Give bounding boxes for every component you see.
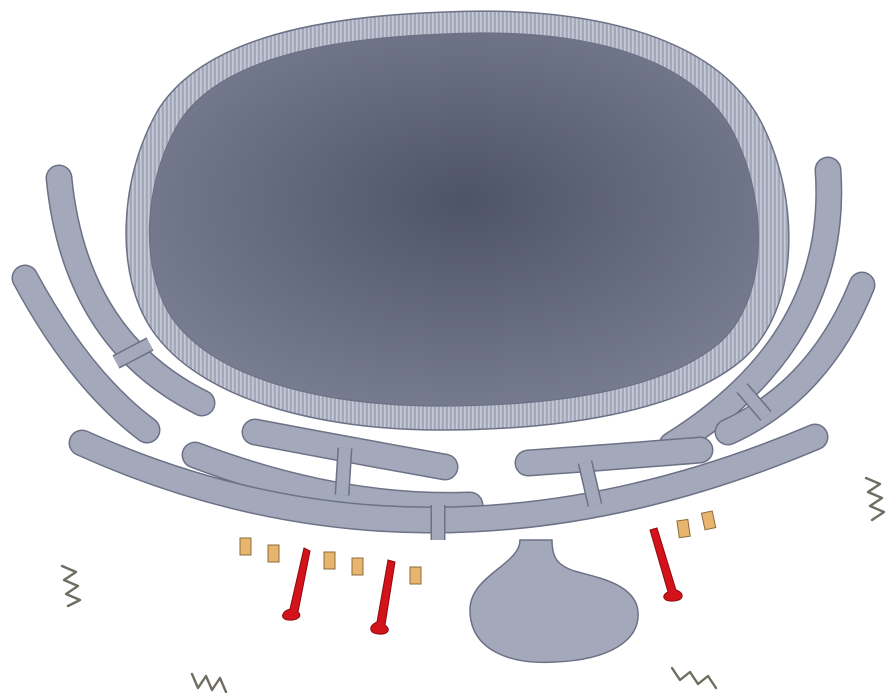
ribosome-marker-5 — [410, 567, 421, 584]
tether-right-2 — [585, 462, 595, 505]
red-protein-2 — [371, 560, 395, 634]
ribosome-marker-1 — [240, 538, 251, 555]
red-protein-1 — [283, 548, 310, 620]
nucleoplasm — [149, 33, 758, 406]
ribosome-marker-3 — [324, 552, 335, 569]
squiggle-bottom-right — [672, 668, 716, 688]
squiggle-left — [62, 566, 80, 606]
er-cisterna-inner-right — [528, 450, 700, 463]
ribosome-marker-6 — [677, 519, 690, 537]
budding-vesicle — [470, 540, 638, 662]
squiggle-bottom-left — [192, 674, 226, 692]
ribosome-marker-7 — [701, 511, 715, 530]
red-protein-3 — [650, 528, 682, 601]
tether-center-1 — [342, 448, 345, 495]
squiggle-right — [866, 478, 884, 520]
nucleus — [126, 11, 789, 430]
ribosome-marker-4 — [352, 558, 363, 575]
ribosome-marker-2 — [268, 545, 279, 562]
